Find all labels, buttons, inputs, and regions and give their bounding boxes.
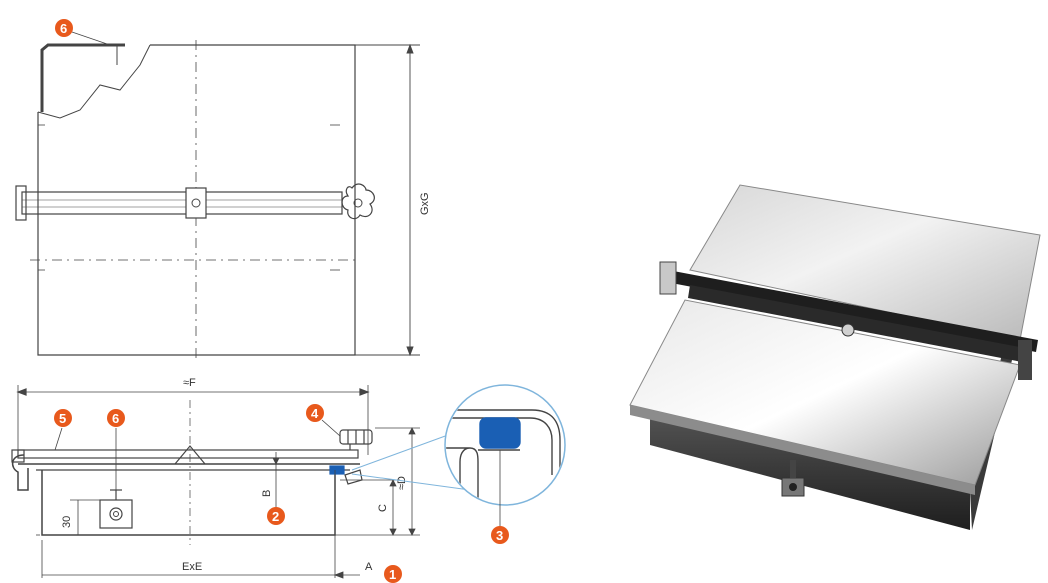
- callout-1: 1: [384, 565, 402, 583]
- callout-6-side: 6: [107, 409, 125, 490]
- dimension-c-label: C: [377, 504, 389, 512]
- dimension-b-label: B: [261, 490, 273, 497]
- section-view: [11, 385, 373, 545]
- svg-text:1: 1: [389, 567, 396, 582]
- callout-5: 5: [54, 409, 72, 451]
- dimension-exe-label: ExE: [182, 561, 202, 573]
- callout-3: 3: [491, 450, 509, 544]
- svg-text:2: 2: [272, 509, 279, 524]
- gasket-detail: [351, 384, 566, 506]
- callout-6-top: 6: [55, 19, 111, 46]
- svg-text:6: 6: [112, 411, 119, 426]
- section-dimensions: [41, 427, 420, 579]
- dimension-gxg: [355, 43, 420, 357]
- dimension-f-label: ≈F: [183, 377, 196, 389]
- svg-text:3: 3: [496, 528, 503, 543]
- svg-text:6: 6: [60, 21, 67, 36]
- dimension-d-label: ≈D: [396, 476, 408, 490]
- dimension-30-label: 30: [61, 516, 73, 528]
- dimension-a-label: A: [365, 561, 373, 573]
- dimension-gxg-label: GxG: [419, 192, 431, 215]
- svg-text:5: 5: [59, 411, 66, 426]
- top-view: [15, 40, 375, 360]
- svg-text:4: 4: [311, 406, 319, 421]
- callout-4: 4: [306, 404, 341, 437]
- hatch-photo: [629, 184, 1041, 530]
- callout-2: 2: [267, 470, 285, 525]
